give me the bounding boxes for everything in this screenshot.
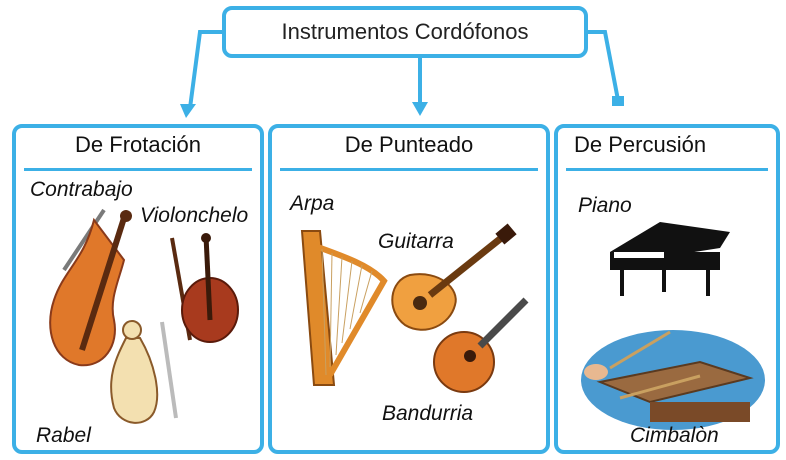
- piano-illustration: [610, 222, 730, 296]
- panel-title: De Percusión: [574, 132, 707, 157]
- root-node: Instrumentos Cordófonos: [222, 6, 588, 58]
- panel-title: De Frotación: [75, 132, 201, 157]
- instrument-label-cimbalon: Cimbalòn: [630, 424, 719, 447]
- connector-right: [588, 30, 620, 101]
- instrument-label-rabel: Rabel: [36, 424, 91, 447]
- arrowhead-right: [612, 96, 624, 106]
- arrowhead-left: [180, 104, 196, 118]
- instrument-label-arpa: Arpa: [290, 192, 335, 215]
- guitar-illustration: [391, 223, 517, 331]
- arrowhead-middle: [412, 102, 428, 116]
- root-label: Instrumentos Cordófonos: [281, 19, 529, 44]
- cello-illustration: [170, 233, 239, 343]
- connectors: [180, 30, 624, 118]
- cimbalom-illustration: [581, 330, 765, 430]
- connector-left: [188, 30, 222, 109]
- instrument-label-guitarra: Guitarra: [378, 230, 454, 253]
- instrument-label-bandurria: Bandurria: [382, 402, 474, 425]
- rabel-illustration: [110, 320, 178, 424]
- instrument-label-piano: Piano: [578, 194, 632, 217]
- harp-illustration: [300, 230, 388, 386]
- instrument-label-violonchelo: Violonchelo: [140, 204, 249, 227]
- bandurria-illustration: [433, 297, 529, 393]
- panel-title: De Punteado: [344, 132, 474, 157]
- panel-divider: [24, 168, 252, 171]
- instrument-label-contrabajo: Contrabajo: [30, 178, 133, 201]
- panel-divider: [280, 168, 538, 171]
- panel-divider: [566, 168, 768, 171]
- contrabass-illustration: [49, 208, 132, 367]
